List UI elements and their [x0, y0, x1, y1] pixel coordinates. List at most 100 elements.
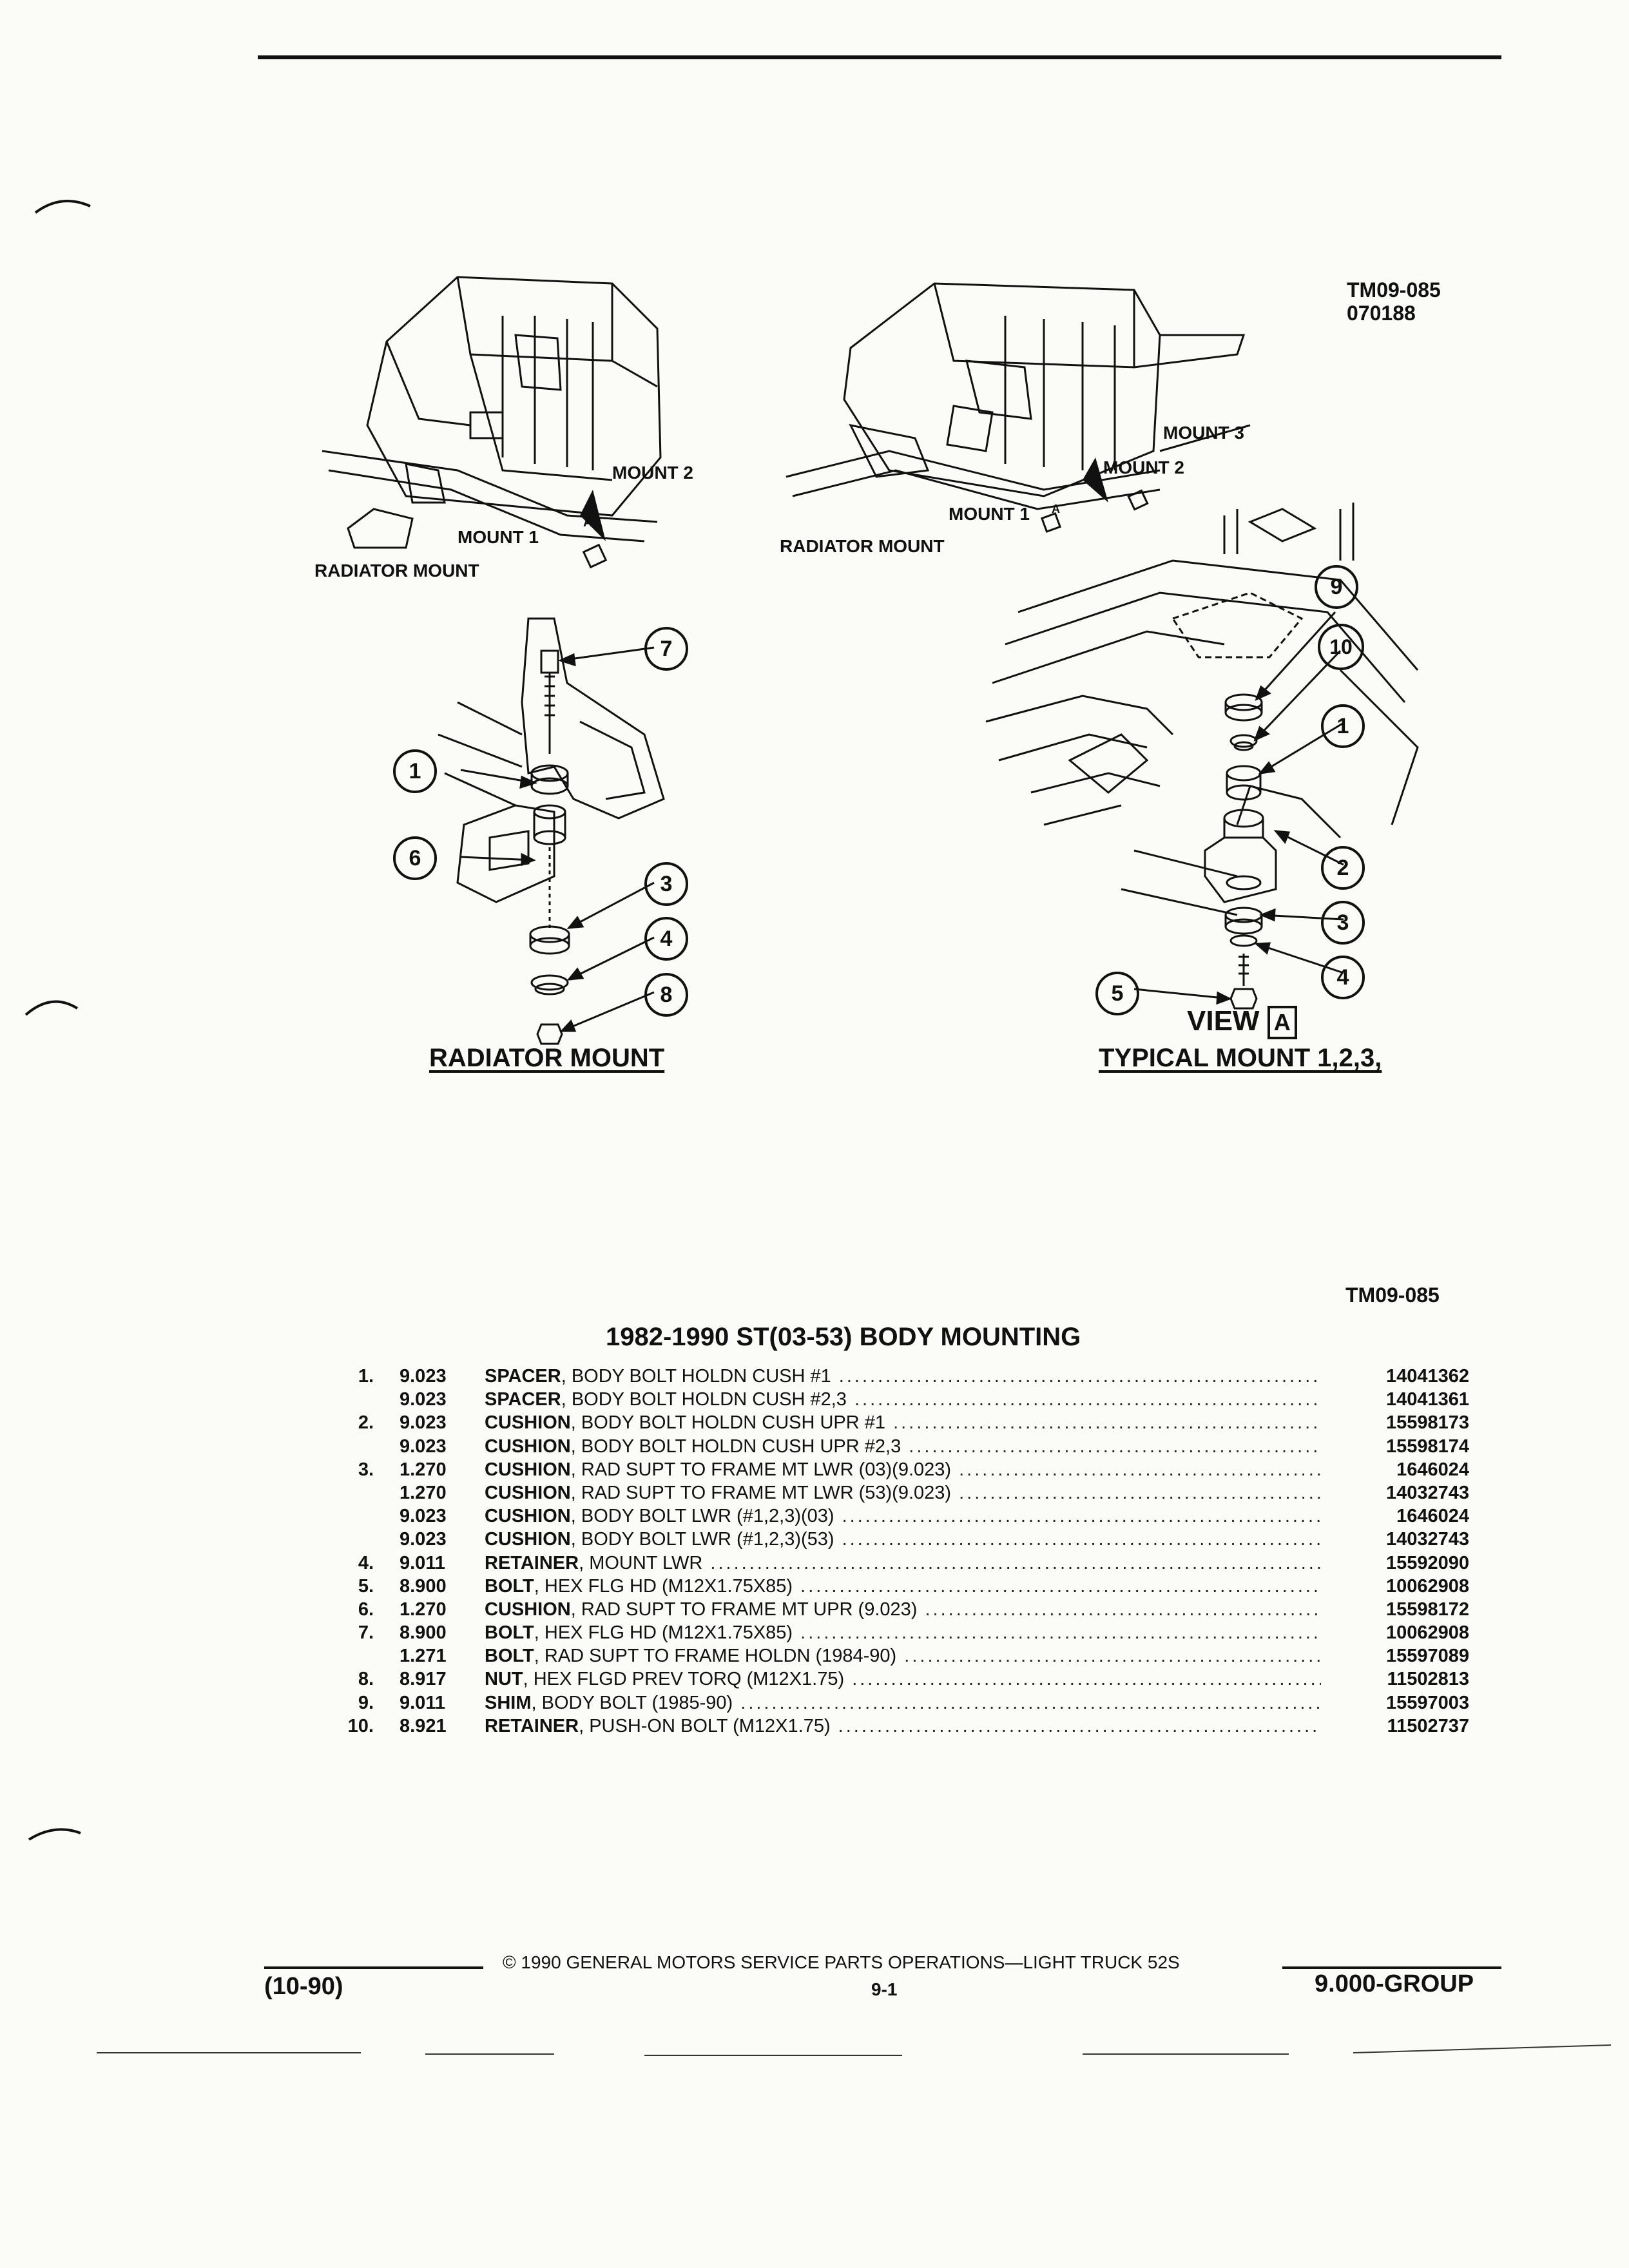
part-detail: , RAD SUPT TO FRAME MT LWR (53)(9.023)	[570, 1482, 952, 1503]
callout-2: 2	[1321, 846, 1365, 890]
part-number: 15598172	[1385, 1599, 1469, 1620]
right-view-marker: A	[1052, 503, 1060, 515]
part-description: BOLT, HEX FLG HD (M12X1.75X85) .........…	[485, 1621, 1321, 1644]
group-number: 9.011	[400, 1692, 445, 1713]
leader-dots: ........................................…	[854, 1389, 1321, 1410]
part-detail: , PUSH-ON BOLT (M12X1.75)	[579, 1715, 831, 1736]
callout-10: 10	[1318, 624, 1364, 670]
part-description: CUSHION, BODY BOLT LWR (#1,2,3)(03) ....…	[485, 1504, 1321, 1528]
part-number: 15598174	[1385, 1436, 1469, 1457]
part-detail: , BODY BOLT HOLDN CUSH UPR #1	[570, 1412, 886, 1434]
part-detail: , HEX FLG HD (M12X1.75X85)	[534, 1575, 793, 1597]
leader-dots: ........................................…	[740, 1692, 1321, 1713]
binder-marks	[24, 200, 91, 1841]
part-description: CUSHION, BODY BOLT LWR (#1,2,3)(53) ....…	[485, 1528, 1321, 1551]
part-number: 15597089	[1385, 1646, 1469, 1667]
view-a-label: VIEW A	[1187, 1005, 1297, 1039]
part-number: 10062908	[1385, 1575, 1469, 1597]
callout-7: 7	[644, 627, 688, 671]
footer-group: 9.000-GROUP	[1315, 1970, 1474, 1997]
part-detail: , RAD SUPT TO FRAME MT LWR (03)(9.023)	[570, 1459, 952, 1480]
illustration-ref-code: TM09-085	[1347, 278, 1441, 302]
leader-dots: ........................................…	[959, 1459, 1321, 1480]
part-number: 1646024	[1396, 1506, 1469, 1527]
part-description: SPACER, BODY BOLT HOLDN CUSH #1 ........…	[485, 1365, 1321, 1388]
part-name: SHIM	[485, 1692, 532, 1713]
leader-dots: ........................................…	[904, 1646, 1321, 1667]
part-number: 1646024	[1396, 1459, 1469, 1480]
item-number: 5.	[358, 1575, 374, 1597]
right-truck-drawing	[786, 282, 1251, 533]
part-name: NUT	[485, 1669, 523, 1690]
item-number: 2.	[358, 1412, 374, 1434]
part-name: RETAINER	[485, 1715, 579, 1736]
item-number: 8.	[358, 1669, 374, 1690]
part-detail: , RAD SUPT TO FRAME MT UPR (9.023)	[570, 1599, 918, 1620]
item-number: 4.	[358, 1552, 374, 1573]
callout-9: 9	[1315, 565, 1358, 609]
part-detail: , BODY BOLT LWR (#1,2,3)(53)	[570, 1529, 834, 1550]
callout-3b: 3	[1321, 901, 1365, 945]
part-detail: , HEX FLG HD (M12X1.75X85)	[534, 1622, 793, 1644]
part-number: 11502737	[1387, 1715, 1469, 1736]
part-description: CUSHION, RAD SUPT TO FRAME MT UPR (9.023…	[485, 1598, 1321, 1621]
footer-rule-right	[1282, 1966, 1501, 1969]
part-name: CUSHION	[485, 1506, 571, 1527]
item-number: 3.	[358, 1459, 374, 1480]
footer-page-number: 9-1	[871, 1979, 898, 1999]
left-truck-drawing	[322, 276, 662, 569]
part-detail: , RAD SUPT TO FRAME HOLDN (1984-90)	[534, 1646, 897, 1667]
footer-rule-left	[264, 1966, 483, 1969]
leader-dots: ........................................…	[852, 1669, 1321, 1690]
group-number: 8.921	[400, 1715, 447, 1736]
left-view-marker: A	[583, 515, 593, 530]
bottom-scan-lines	[97, 2044, 1612, 2056]
leader-dots: ........................................…	[800, 1622, 1321, 1644]
part-detail: , BODY BOLT LWR (#1,2,3)(03)	[570, 1506, 834, 1527]
typical-mount-caption: TYPICAL MOUNT 1,2,3,	[1099, 1044, 1382, 1072]
leader-dots: ........................................…	[838, 1715, 1321, 1736]
view-letter-box: A	[1267, 1006, 1297, 1039]
part-detail: , BODY BOLT HOLDN CUSH #1	[561, 1366, 831, 1387]
leader-dots: ........................................…	[909, 1436, 1321, 1457]
part-name: BOLT	[485, 1646, 534, 1667]
group-number: 9.023	[400, 1436, 447, 1457]
part-name: SPACER	[485, 1389, 561, 1410]
group-number: 1.270	[400, 1482, 447, 1503]
leader-dots: ........................................…	[959, 1482, 1321, 1503]
leader-dots: ........................................…	[800, 1575, 1321, 1597]
group-number: 9.023	[400, 1366, 447, 1387]
part-number: 11502813	[1387, 1669, 1469, 1690]
callout-1b: 1	[1321, 704, 1365, 748]
group-number: 1.270	[400, 1599, 447, 1620]
part-number: 14041361	[1385, 1389, 1469, 1410]
group-number: 9.011	[400, 1552, 445, 1573]
part-description: CUSHION, BODY BOLT HOLDN CUSH UPR #2,3 .…	[485, 1435, 1321, 1458]
part-description: NUT, HEX FLGD PREV TORQ (M12X1.75) .....…	[485, 1667, 1321, 1691]
part-detail: , BODY BOLT HOLDN CUSH #2,3	[561, 1389, 847, 1410]
leader-dots: ........................................…	[925, 1599, 1321, 1620]
part-description: BOLT, RAD SUPT TO FRAME HOLDN (1984-90) …	[485, 1644, 1321, 1667]
item-number: 7.	[358, 1622, 374, 1644]
group-number: 8.900	[400, 1622, 447, 1644]
part-number: 10062908	[1385, 1622, 1469, 1644]
callout-8: 8	[644, 973, 688, 1017]
part-name: BOLT	[485, 1622, 534, 1644]
group-number: 8.900	[400, 1575, 447, 1597]
parts-row: 1. 9.023 SPACER, BODY BOLT HOLDN CUSH #1 .…	[335, 1365, 1469, 1388]
item-number: 10.	[347, 1715, 374, 1736]
callout-6: 6	[393, 836, 437, 880]
leader-dots: ........................................…	[842, 1529, 1321, 1550]
part-number: 14032743	[1385, 1529, 1469, 1550]
part-description: CUSHION, RAD SUPT TO FRAME MT LWR (03)(9…	[485, 1458, 1321, 1481]
leader-dots: ........................................…	[893, 1412, 1321, 1434]
part-description: SHIM, BODY BOLT (1985-90) ..............…	[485, 1691, 1321, 1715]
item-number: 1.	[358, 1366, 374, 1387]
